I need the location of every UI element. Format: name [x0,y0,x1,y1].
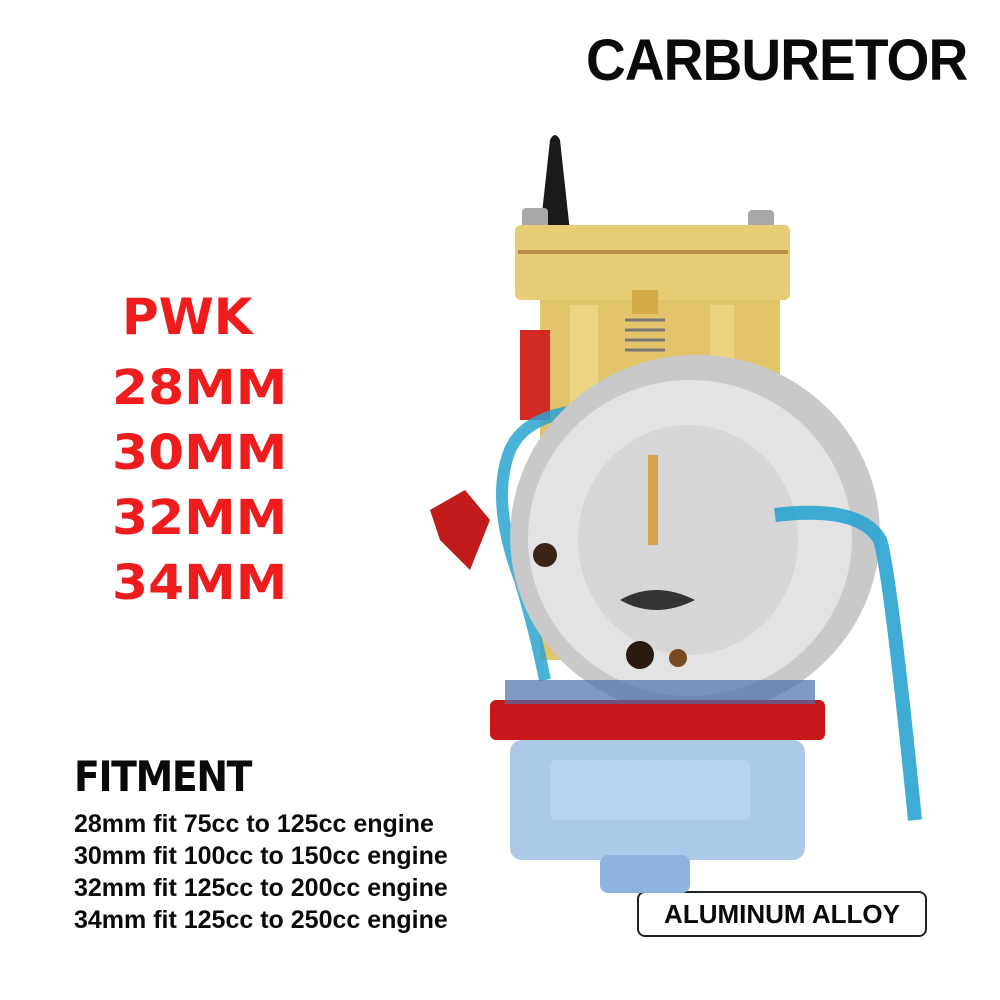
fitment-line: 34mm fit 125cc to 250cc engine [74,906,448,934]
carburetor-image [430,135,922,893]
size-28: 28MM [112,360,288,416]
size-list: PWK 28MM 30MM 32MM 34MM [112,288,287,624]
size-32: 32MM [112,490,288,546]
fitment-line: 32mm fit 125cc to 200cc engine [74,874,448,902]
fitment-line: 28mm fit 75cc to 125cc engine [74,810,434,838]
fitment-heading: FITMENT [74,752,252,801]
page-title: CARBURETOR [586,28,968,93]
fitment-line: 30mm fit 100cc to 150cc engine [74,842,448,870]
size-34: 34MM [112,555,288,611]
size-30: 30MM [112,425,288,481]
brand-label: PWK [122,288,253,346]
fitment-section: FITMENT 28mm fit 75cc to 125cc engine 30… [74,756,448,936]
material-badge: ALUMINUM ALLOY [637,891,927,937]
